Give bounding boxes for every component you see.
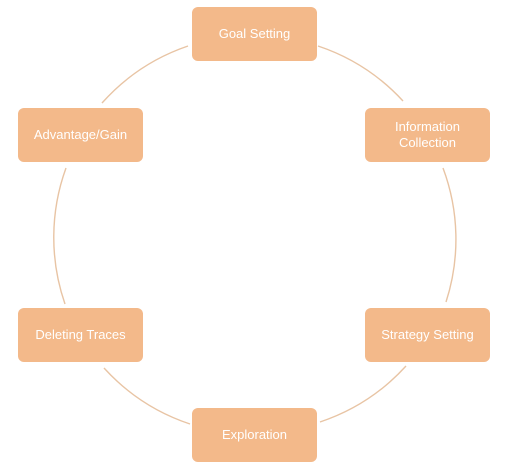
node-advantage-gain: Advantage/Gain <box>18 108 143 162</box>
node-label-exploration: Exploration <box>221 427 288 442</box>
node-label-strategy-setting: Strategy Setting <box>381 327 474 342</box>
node-label-deleting-traces: Deleting Traces <box>35 327 126 342</box>
connector-exploration-to-deleting <box>103 367 191 425</box>
node-exploration: Exploration <box>192 408 317 462</box>
node-label-information-collection: Information Collection <box>394 119 461 150</box>
connector-goal-to-information <box>317 45 404 102</box>
node-deleting-traces: Deleting Traces <box>18 308 143 362</box>
node-information-collection: Information Collection <box>365 108 490 162</box>
connector-information-to-strategy <box>442 167 457 303</box>
connector-strategy-to-exploration <box>319 365 407 423</box>
node-goal-setting: Goal Setting <box>192 7 317 61</box>
node-label-advantage-gain: Advantage/Gain <box>33 127 128 142</box>
node-strategy-setting: Strategy Setting <box>365 308 490 362</box>
node-label-goal-setting: Goal Setting <box>218 26 291 41</box>
connector-deleting-to-advantage <box>53 167 67 305</box>
connector-advantage-to-goal <box>101 45 189 104</box>
